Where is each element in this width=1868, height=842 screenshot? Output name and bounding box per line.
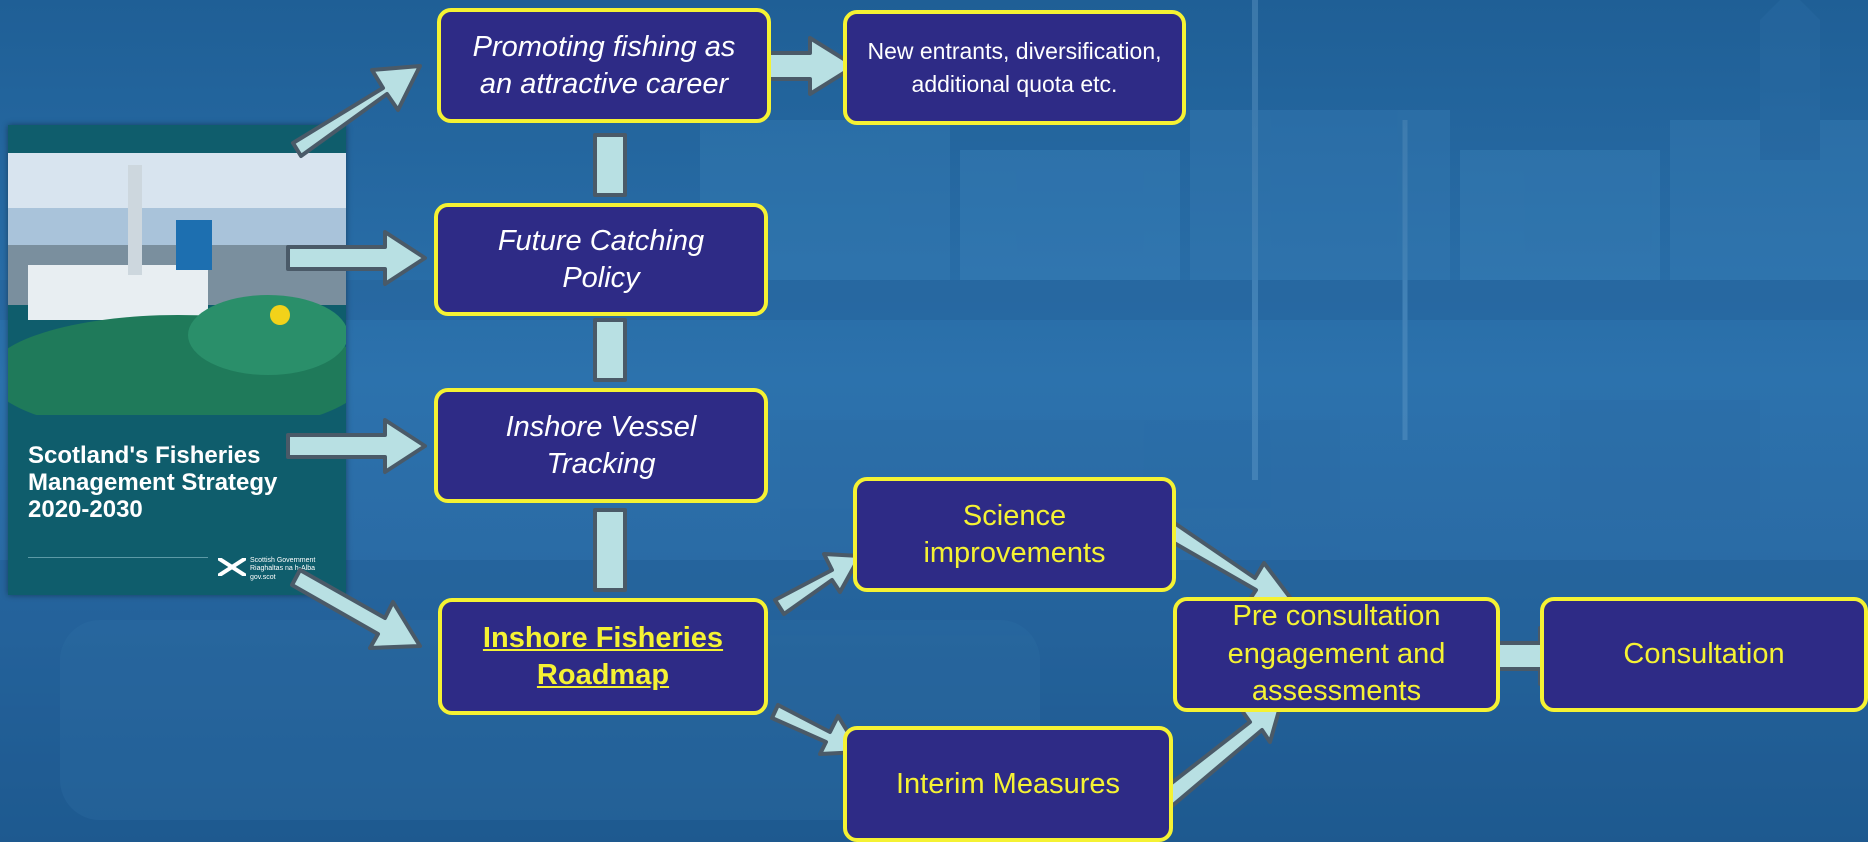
node-pre-consultation-label: Pre consultation engagement and assessme… — [1227, 599, 1446, 708]
connector-future-tracking — [593, 318, 627, 382]
arrow-roadmap-interim — [770, 703, 862, 756]
arrow-cover-tracking — [286, 418, 427, 474]
connector-tracking-roadmap — [593, 508, 627, 592]
node-new-entrants-label: New entrants, diversification, additiona… — [867, 38, 1162, 97]
node-interim-measures: Interim Measures — [843, 726, 1173, 842]
node-pre-consultation: Pre consultation engagement and assessme… — [1173, 597, 1500, 712]
connector-promoting-future — [593, 133, 627, 197]
cover-divider — [28, 557, 208, 558]
node-interim-measures-label: Interim Measures — [895, 767, 1120, 800]
saltire-icon — [218, 558, 246, 576]
node-vessel-tracking: Inshore Vessel Tracking — [434, 388, 768, 503]
cover-org-text: Scottish Government Riaghaltas na h-Alba… — [250, 557, 316, 581]
node-promoting-fishing-label: Promoting fishing as an attractive caree… — [472, 31, 736, 100]
arrow-cover-future — [286, 230, 427, 286]
node-consultation-label: Consultation — [1623, 638, 1785, 671]
node-consultation: Consultation — [1540, 597, 1868, 712]
node-new-entrants: New entrants, diversification, additiona… — [843, 10, 1186, 125]
arrow-cover-promoting — [291, 64, 422, 158]
node-vessel-tracking-label: Inshore Vessel Tracking — [505, 411, 697, 480]
node-science-improvements: Science improvements — [853, 477, 1176, 592]
arrow-cover-roadmap — [290, 568, 422, 650]
node-inshore-roadmap-link[interactable]: Inshore Fisheries Roadmap — [482, 622, 724, 691]
arrow-interim-preconsultation — [1158, 698, 1284, 808]
arrow-roadmap-science — [773, 552, 862, 616]
node-science-improvements-label: Science improvements — [923, 500, 1106, 569]
node-inshore-roadmap[interactable]: Inshore Fisheries Roadmap — [438, 598, 768, 715]
node-promoting-fishing: Promoting fishing as an attractive caree… — [437, 8, 771, 123]
arrow-science-preconsultation — [1160, 518, 1294, 604]
node-future-catching-label: Future Catching Policy — [497, 225, 705, 294]
cover-title: Scotland's Fisheries Management Strategy… — [28, 442, 278, 523]
node-future-catching: Future Catching Policy — [434, 203, 768, 316]
